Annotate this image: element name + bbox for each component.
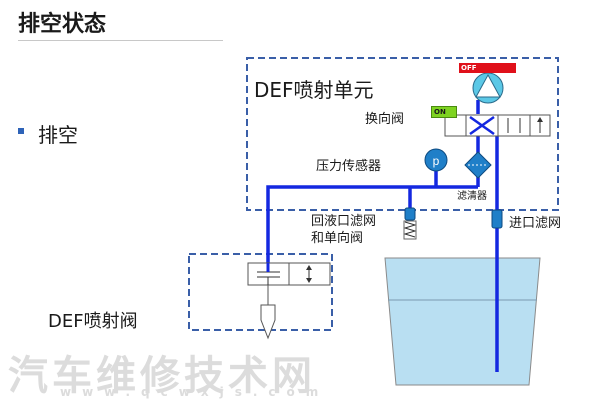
pressure-sensor-label: 压力传感器 (316, 159, 382, 174)
filter-label: 滤清器 (457, 191, 487, 202)
valve-on-tag: ON (431, 106, 457, 118)
def-unit-box (246, 57, 559, 211)
bullet-text: 排空 (38, 123, 78, 147)
return-filter-label-line1: 回液口滤网 (311, 214, 377, 229)
injector-box (188, 253, 333, 331)
injector-valve (247, 262, 331, 340)
feed-line (266, 185, 478, 263)
return-filter-check-valve (403, 207, 417, 240)
return-filter-label-line2: 和单向阀 (311, 231, 364, 246)
watermark-url: www.qcwxjs.com (60, 385, 330, 399)
svg-text:p: p (433, 154, 440, 168)
injector-label: DEF喷射阀 (48, 311, 138, 332)
main-filter (464, 151, 492, 179)
watermark-text: 汽车维修技术网 (8, 353, 316, 399)
reversing-valve (444, 114, 551, 137)
pump-off-tag: OFF (459, 63, 516, 73)
pressure-sensor: p (424, 148, 448, 172)
bullet-marker (18, 128, 24, 134)
reversing-valve-label: 换向阀 (365, 112, 405, 127)
title-divider (18, 40, 223, 41)
def-tank (384, 257, 541, 386)
unit-title: DEF喷射单元 (254, 78, 374, 102)
pump (472, 72, 504, 104)
inlet-filter (491, 209, 503, 229)
inlet-filter-label: 进口滤网 (509, 216, 562, 231)
page-title: 排空状态 (18, 12, 107, 37)
